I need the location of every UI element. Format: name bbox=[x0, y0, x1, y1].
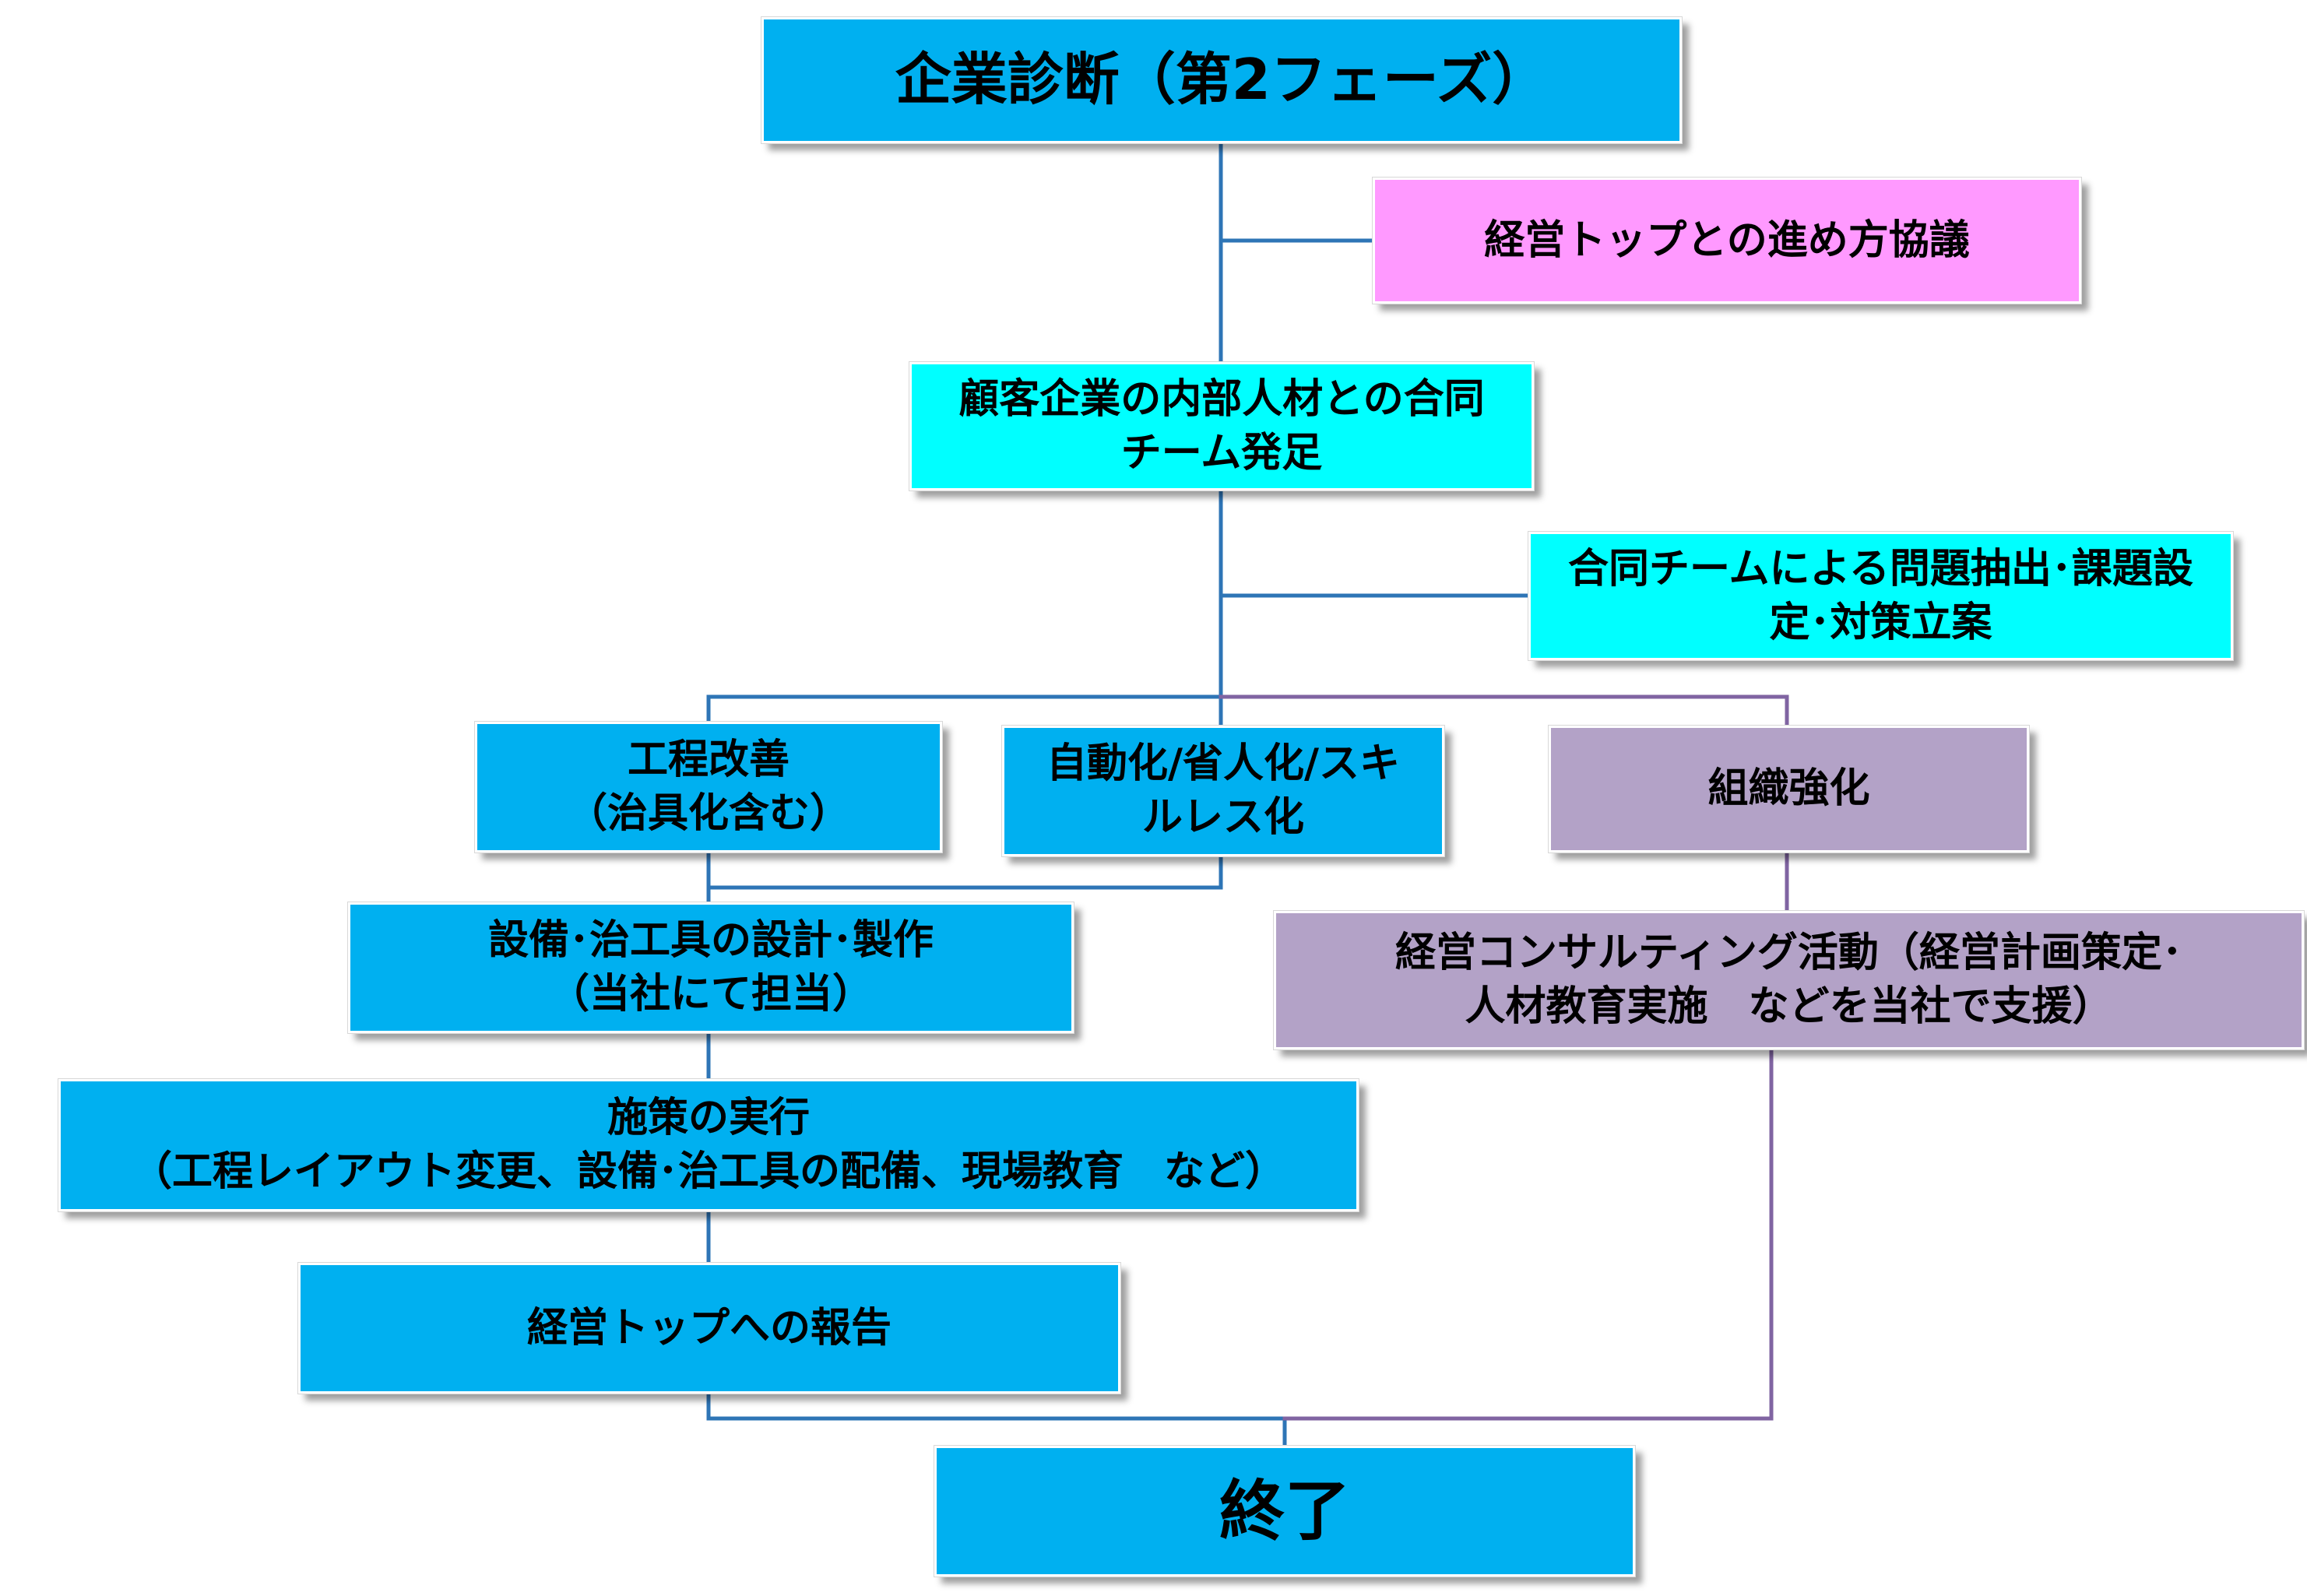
node-end-label: 終了 bbox=[1219, 1472, 1350, 1549]
node-organization-strengthening: 組織強化 bbox=[1548, 725, 2030, 853]
node-joint-team-launch: 顧客企業の内部人材との合同 チーム発足 bbox=[909, 361, 1535, 491]
node-measure-execution: 施策の実行 （工程レイアウト変更、設備･治工具の配備、現場教育 など） bbox=[58, 1078, 1359, 1212]
node-process-improvement-label: 工程改善 （治具化含む） bbox=[566, 736, 850, 837]
node-report-to-top: 経営トップへの報告 bbox=[297, 1262, 1121, 1394]
node-process-improvement: 工程改善 （治具化含む） bbox=[474, 721, 943, 853]
node-organization-strengthening-label: 組織強化 bbox=[1707, 765, 1870, 813]
node-equipment-design-label: 設備･治工具の設計･製作 （当社にて担当） bbox=[487, 917, 934, 1018]
node-problem-extraction-label: 合同チームによる問題抽出･課題設 定･対策立案 bbox=[1568, 545, 2193, 646]
node-automation: 自動化/省人化/スキ ルレス化 bbox=[1001, 725, 1445, 857]
node-equipment-design: 設備･治工具の設計･製作 （当社にて担当） bbox=[347, 902, 1074, 1034]
node-joint-team-launch-label: 顧客企業の内部人材との合同 チーム発足 bbox=[958, 375, 1485, 476]
node-diagnosis-phase2: 企業診断（第2フェーズ） bbox=[761, 16, 1683, 144]
node-diagnosis-phase2-label: 企業診断（第2フェーズ） bbox=[895, 47, 1549, 113]
connector-auto-merge bbox=[706, 854, 1223, 890]
connector-branch-to-org bbox=[1219, 694, 1789, 728]
node-automation-label: 自動化/省人化/スキ ルレス化 bbox=[1046, 740, 1400, 841]
node-report-to-top-label: 経営トップへの報告 bbox=[526, 1304, 892, 1352]
connector-consult-to-end bbox=[1282, 1047, 1774, 1421]
node-measure-execution-label: 施策の実行 （工程レイアウト変更、設備･治工具の配備、現場教育 など） bbox=[131, 1095, 1285, 1195]
node-top-management-discussion-label: 経営トップとの進め方協議 bbox=[1484, 216, 1970, 264]
connector-branch-to-process bbox=[706, 694, 1223, 724]
node-management-consulting-label: 経営コンサルティング活動（経営計画策定･ 人材教育実施 などを当社で支援） bbox=[1395, 930, 2182, 1030]
node-problem-extraction: 合同チームによる問題抽出･課題設 定･対策立案 bbox=[1528, 531, 2234, 661]
node-management-consulting: 経営コンサルティング活動（経営計画策定･ 人材教育実施 などを当社で支援） bbox=[1273, 910, 2305, 1050]
node-end: 終了 bbox=[934, 1445, 1636, 1577]
connector-report-to-end bbox=[706, 1391, 1287, 1448]
node-top-management-discussion: 経営トップとの進め方協議 bbox=[1372, 177, 2082, 304]
